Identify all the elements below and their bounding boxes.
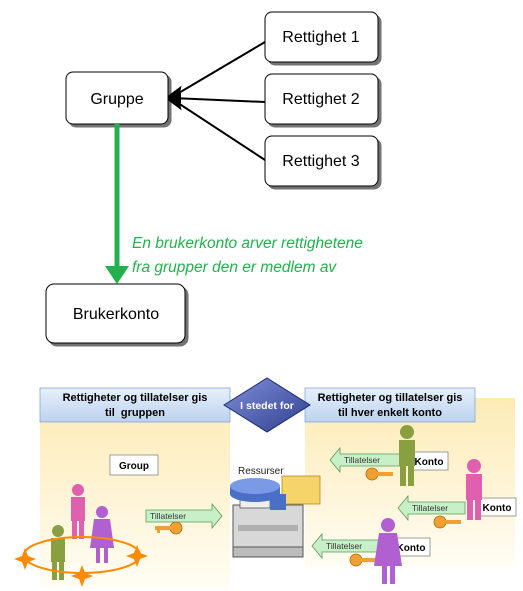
folder-icon bbox=[270, 475, 321, 510]
left-header-line1: Rettigheter og tillatelser gis bbox=[63, 392, 208, 404]
inherit-note-line1: En brukerkonto arver rettighetene bbox=[132, 235, 363, 252]
account-label: Brukerkonto bbox=[73, 306, 159, 323]
person-icon-purple-left bbox=[90, 506, 114, 563]
right-label-2: Rettighet 2 bbox=[282, 91, 359, 108]
permission-arrow-right-1: Tillatelser bbox=[329, 446, 406, 474]
key-icon bbox=[349, 553, 377, 567]
konto-box-1: Konto bbox=[409, 451, 449, 471]
person-icon-green-right bbox=[399, 425, 415, 486]
inherit-note-line2: fra grupper den er medlem av bbox=[132, 259, 337, 276]
konto-label-3: Konto bbox=[397, 543, 426, 554]
star-icon bbox=[126, 545, 148, 567]
right-node-3: Rettighet 3 bbox=[264, 135, 379, 187]
permission-label-right-3: Tillatelser bbox=[326, 541, 362, 551]
inherit-arrow bbox=[105, 124, 129, 284]
group-label: Gruppe bbox=[90, 91, 143, 108]
konto-label-1: Konto bbox=[415, 457, 444, 468]
right-label-1: Rettighet 1 bbox=[282, 29, 359, 46]
right-header: Rettigheter og tillatelser gis til hver … bbox=[304, 387, 476, 423]
star-icon bbox=[71, 565, 93, 587]
right-node-1: Rettighet 1 bbox=[264, 11, 379, 63]
right-header-line1: Rettigheter og tillatelser gis bbox=[318, 392, 463, 404]
database-icon bbox=[230, 478, 280, 502]
konto-box-2: Konto bbox=[477, 497, 517, 517]
rights-connectors bbox=[164, 41, 266, 161]
key-icon bbox=[155, 521, 183, 535]
left-header: Rettigheter og tillatelser gis til grupp… bbox=[39, 387, 231, 423]
group-node: Gruppe bbox=[65, 71, 169, 125]
key-icon bbox=[433, 515, 461, 529]
instead-of-diamond: I stedet for bbox=[223, 377, 311, 433]
star-icon bbox=[14, 548, 36, 570]
person-icon-purple-right bbox=[374, 518, 402, 584]
permission-arrow-right-2: Tillatelser bbox=[397, 494, 466, 522]
permission-arrow-left: Tillatelser bbox=[145, 502, 223, 530]
left-header-line2: til gruppen bbox=[105, 407, 165, 419]
permission-label-left: Tillatelser bbox=[150, 511, 186, 521]
right-header-line2: til hver enkelt konto bbox=[338, 407, 442, 419]
group-orbit bbox=[14, 536, 148, 587]
person-icon-pink-left bbox=[71, 484, 85, 539]
right-node-2: Rettighet 2 bbox=[264, 73, 379, 125]
konto-label-2: Konto bbox=[483, 503, 512, 514]
group-box-label: Group bbox=[119, 461, 149, 472]
right-label-3: Rettighet 3 bbox=[282, 153, 359, 170]
permission-label-right-1: Tillatelser bbox=[344, 455, 380, 465]
resources-label: Ressurser bbox=[238, 466, 284, 477]
diamond-label: I stedet for bbox=[240, 400, 294, 412]
group-box: Group bbox=[109, 454, 159, 476]
key-icon bbox=[365, 467, 393, 481]
permission-label-right-2: Tillatelser bbox=[412, 503, 448, 513]
resources-printer-icon bbox=[232, 499, 304, 558]
account-node: Brukerkonto bbox=[45, 283, 186, 344]
person-icon-pink-right bbox=[466, 459, 482, 520]
